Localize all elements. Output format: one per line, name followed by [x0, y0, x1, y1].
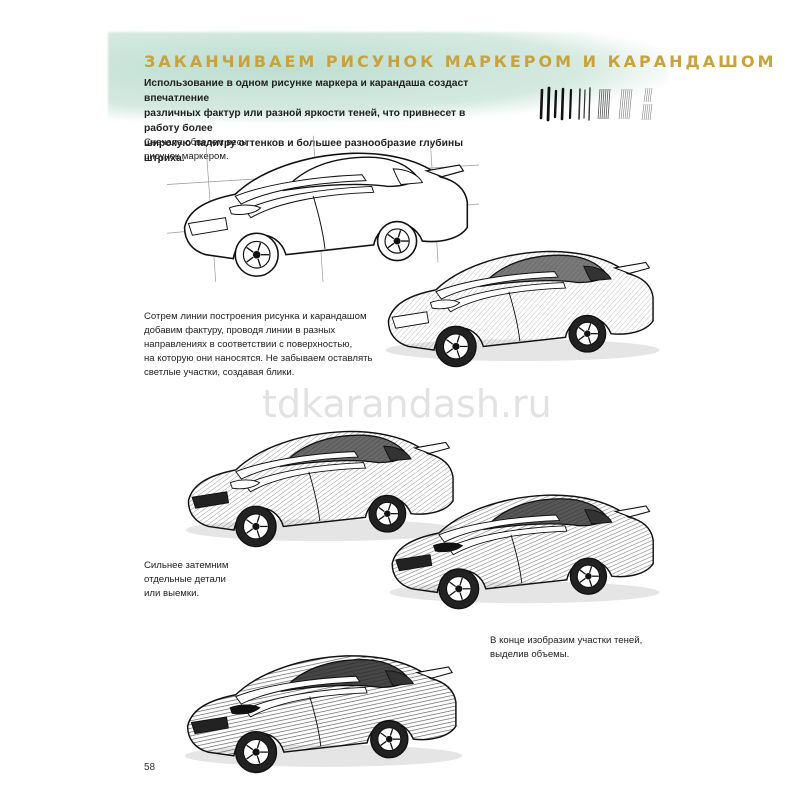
rear-wheel [370, 719, 409, 759]
intro-paragraph: Использование в одном рисунке маркера и … [144, 76, 484, 166]
front-grille [190, 716, 229, 735]
watermark: tdkarandash.ru [262, 382, 552, 426]
side-window [582, 265, 612, 282]
door-line [309, 696, 322, 747]
car-sketch-final [184, 655, 463, 774]
racing-stripes [435, 271, 567, 313]
front-grille [391, 311, 430, 329]
front-grille [187, 217, 229, 236]
caption-line: или выемки. [144, 588, 200, 599]
front-wheel [235, 731, 278, 774]
rear-spoiler [424, 164, 465, 178]
step2-caption: Сотрем линии построения рисунка и каранд… [144, 310, 374, 380]
car-sketch-outline [166, 135, 480, 282]
racing-stripes [235, 451, 367, 493]
rear-wheel [376, 220, 418, 262]
caption-line: рисунок маркером. [144, 151, 229, 162]
car-sketch-texture [185, 430, 460, 548]
caption-line: В конце изобразим участки теней, [490, 635, 643, 646]
side-window [384, 670, 415, 686]
intro-line: широкую палитру оттенков и большее разно… [144, 138, 464, 164]
headlight [228, 204, 262, 215]
front-wheel [234, 232, 279, 277]
front-grille [395, 554, 433, 572]
intro-line: Использование в одном рисунке маркера и … [144, 78, 469, 104]
headlight [433, 542, 464, 553]
racing-stripes [438, 514, 568, 556]
door-line [312, 196, 326, 249]
caption-line: направлениях в соответствии с поверхност… [144, 339, 353, 350]
front-wheel [435, 325, 477, 368]
rear-wheel [569, 557, 608, 595]
caption-line: Сначала обведем весь [144, 137, 247, 148]
car-sketch-dark-details [389, 494, 660, 610]
rear-wheel [568, 314, 607, 353]
step1-caption: Сначала обведем весь рисунок маркером. [144, 136, 294, 164]
caption-line: на которую они наносятся. Не забываем ос… [144, 353, 373, 364]
racing-stripes [235, 675, 368, 718]
page-number: 58 [144, 762, 156, 773]
racing-stripes [234, 174, 375, 219]
pencil-stroke-swatch [539, 86, 653, 122]
caption-line: светлые участки, создавая блики. [144, 367, 295, 378]
title-watercolor-band [108, 32, 668, 122]
intro-line: различных фактур или разной яркости тене… [144, 108, 466, 134]
page-title: ЗАКАНЧИВАЕМ РИСУНОК МАРКЕРОМ И КАРАНДАШО… [144, 52, 777, 71]
step4-caption: В конце изобразим участки теней, выделив… [490, 634, 660, 662]
car-sketch-marker [385, 250, 660, 368]
caption-line: добавим фактуру, проводя линии в разных [144, 325, 336, 336]
side-window [584, 509, 613, 525]
front-wheel [438, 568, 480, 610]
front-wheel [235, 505, 277, 548]
rear-spoiler [412, 441, 451, 455]
caption-line: Сильнее затемним [144, 560, 229, 571]
rear-spoiler [613, 505, 651, 518]
rear-wheel [368, 494, 407, 533]
headlight [229, 704, 261, 715]
caption-line: Сотрем линии построения рисунка и каранд… [144, 311, 367, 322]
side-window [382, 445, 412, 462]
door-line [508, 291, 521, 342]
side-window [392, 168, 424, 186]
caption-line: выделив объемы. [490, 649, 570, 660]
step3-caption: Сильнее затемним отдельные детали или вы… [144, 559, 254, 601]
headlight [229, 479, 261, 490]
front-grille [191, 491, 230, 509]
rear-spoiler [414, 666, 454, 679]
door-line [308, 471, 321, 522]
headlight [429, 299, 461, 310]
caption-line: отдельные детали [144, 574, 226, 585]
rear-spoiler [612, 261, 651, 275]
door-line [510, 534, 523, 584]
